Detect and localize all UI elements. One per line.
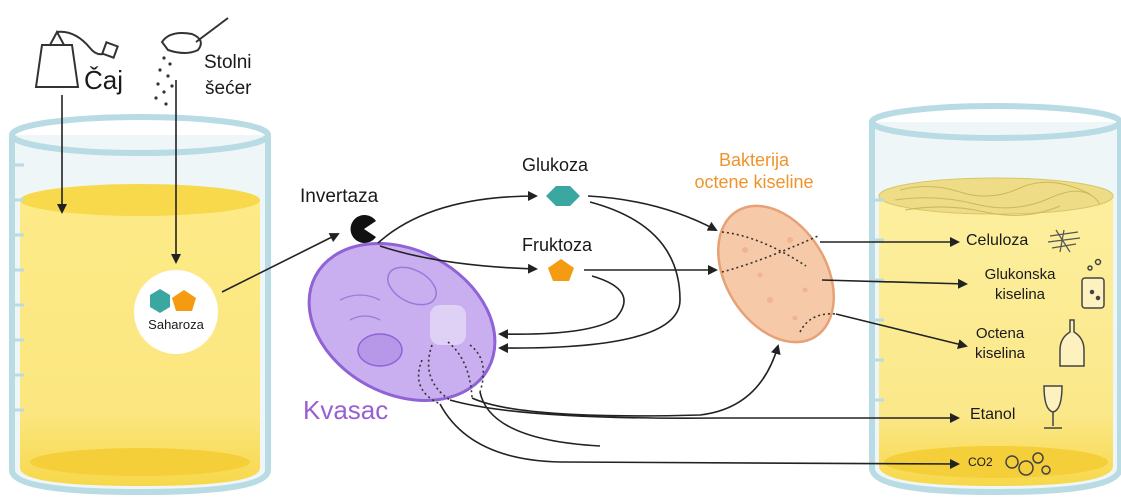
cellulose-label: Celuloza: [966, 232, 1028, 250]
acetic-label-line2: kiselina: [968, 345, 1032, 362]
glucose-to-yeast-arrow: [500, 202, 680, 348]
gluconic-label-line2: kiselina: [970, 286, 1070, 303]
fructose-label: Fruktoza: [522, 235, 592, 256]
invertase-pacman-icon: [351, 215, 376, 243]
tea-label: Čaj: [84, 66, 123, 96]
yeast-label: Kvasac: [303, 396, 388, 426]
gluconic-label-line1: Glukonska: [970, 266, 1070, 283]
acetic-label-line1: Octena: [968, 325, 1032, 342]
fructose-to-yeast-arrow: [500, 276, 624, 334]
yeast-co2-branch: [480, 392, 600, 446]
yeast-ethanol-to-bacteria-arrow: [472, 346, 778, 416]
glucose-to-bacteria-arrow: [588, 196, 716, 230]
sucrose-circle: [134, 270, 218, 354]
bacteria-label-line2: octene kiseline: [686, 172, 822, 193]
invertase-to-glucose-arrow: [378, 196, 536, 243]
bacteria-label-line1: Bakterija: [686, 150, 822, 171]
co2-label: CO2: [968, 456, 993, 470]
sugar-label-line2: šećer: [205, 78, 251, 100]
sucrose-label: Saharoza: [134, 318, 218, 333]
glucose-label: Glukoza: [522, 155, 588, 176]
ethanol-label: Etanol: [970, 406, 1015, 424]
sugar-label-line1: Stolni: [204, 52, 252, 74]
glucose-hexagon-icon: [546, 186, 580, 206]
fructose-pentagon-icon: [548, 259, 574, 281]
invertase-label: Invertaza: [300, 186, 378, 208]
acetic-bacteria-cell: [694, 185, 857, 364]
